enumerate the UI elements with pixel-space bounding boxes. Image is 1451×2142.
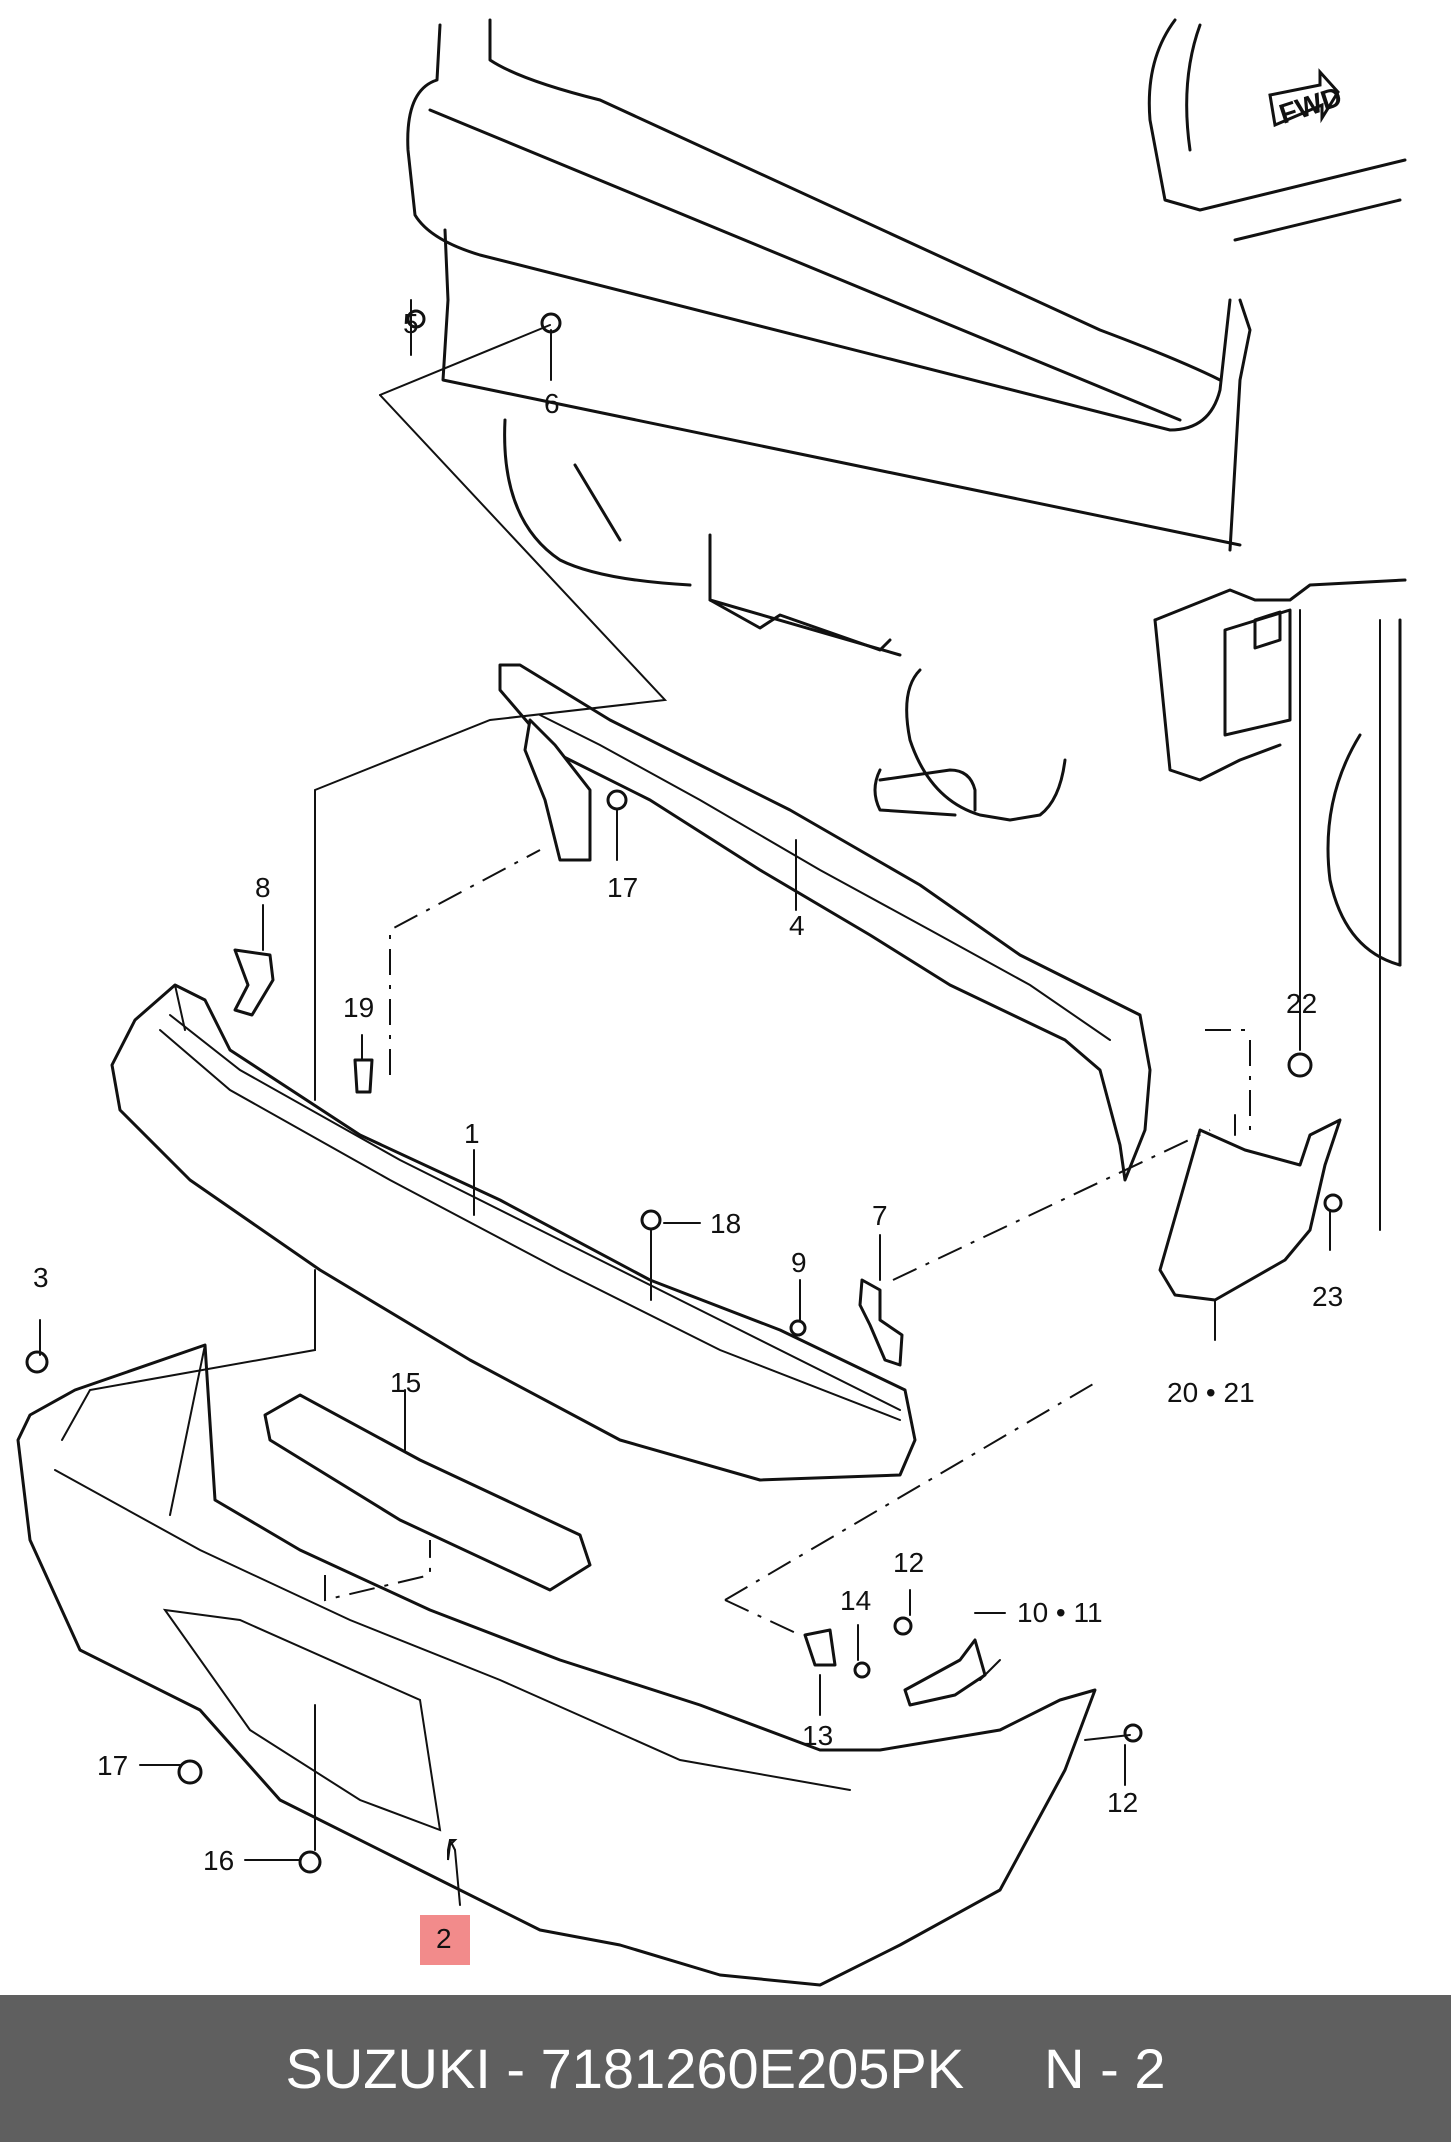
part-13-clip: [803, 1628, 837, 1667]
callout-10-11: 10 • 11: [1017, 1597, 1103, 1628]
part-2-bumper-lower: [16, 1343, 1097, 1987]
footer-part-number: SUZUKI - 7181260E205PK: [285, 2037, 965, 2100]
callout-22: 22: [1286, 988, 1317, 1019]
leader-lines: [39, 299, 1331, 1906]
callout-numbers: 5 6 17 4 8 19 22 1 18 7 9 23 3 15 20 • 2…: [33, 308, 1343, 1954]
part-7-bracket: [858, 1278, 904, 1367]
callout-2: 2: [436, 1923, 452, 1954]
callout-1: 1: [464, 1118, 480, 1149]
callout-17-top: 17: [607, 872, 638, 903]
callout-12-right: 12: [1107, 1787, 1138, 1818]
part-10-11-bracket: [903, 1638, 987, 1707]
callout-9: 9: [791, 1247, 807, 1278]
part-18-clip: [640, 1209, 662, 1231]
small-parts: [25, 309, 1343, 1874]
part-14-screw: [853, 1661, 871, 1679]
callout-4: 4: [789, 910, 805, 941]
vehicle-body: [406, 18, 1407, 1231]
part-1-bumper-upper: [110, 983, 917, 1482]
fwd-label: FWD: [1275, 81, 1345, 130]
part-8-clip: [233, 948, 275, 1017]
part-15-bracket: [263, 1393, 592, 1592]
callout-13: 13: [802, 1720, 833, 1751]
part-3-bolt: [25, 1350, 49, 1374]
part-12-screw-right: [1123, 1723, 1143, 1743]
callout-23: 23: [1312, 1281, 1343, 1312]
part-17-bolt-bottom: [177, 1759, 203, 1785]
parts-diagram: FWD: [16, 18, 1407, 1987]
callout-5: 5: [403, 308, 419, 339]
part-4-reinforcement: [498, 663, 1152, 1182]
callout-7: 7: [872, 1200, 888, 1231]
part-22-grommet: [1287, 1052, 1313, 1078]
footer-page: N - 2: [1044, 2037, 1166, 2100]
callout-12-top: 12: [893, 1547, 924, 1578]
part-20-21-side-trim: [1158, 1118, 1342, 1302]
part-17-bolt-top: [606, 789, 628, 811]
callout-15: 15: [390, 1367, 421, 1398]
part-12-screw-top: [893, 1616, 913, 1636]
callout-20-21: 20 • 21: [1167, 1377, 1255, 1408]
callout-14: 14: [840, 1585, 871, 1616]
callout-19: 19: [343, 992, 374, 1023]
part-16-bolt: [298, 1850, 322, 1874]
part-23-screw: [1323, 1193, 1343, 1213]
callout-18: 18: [710, 1208, 741, 1239]
highlight-box-part-2: [420, 1915, 470, 1965]
footer-bar: SUZUKI - 7181260E205PK N - 2: [0, 1995, 1451, 2142]
callout-17-bottom: 17: [97, 1750, 128, 1781]
part-19-clip: [353, 1058, 374, 1094]
part-9-screw: [789, 1319, 807, 1337]
callout-6: 6: [544, 388, 560, 419]
callout-8: 8: [255, 872, 271, 903]
fwd-arrow-icon: FWD: [1268, 68, 1346, 130]
callout-3: 3: [33, 1262, 49, 1293]
callout-16: 16: [203, 1845, 234, 1876]
